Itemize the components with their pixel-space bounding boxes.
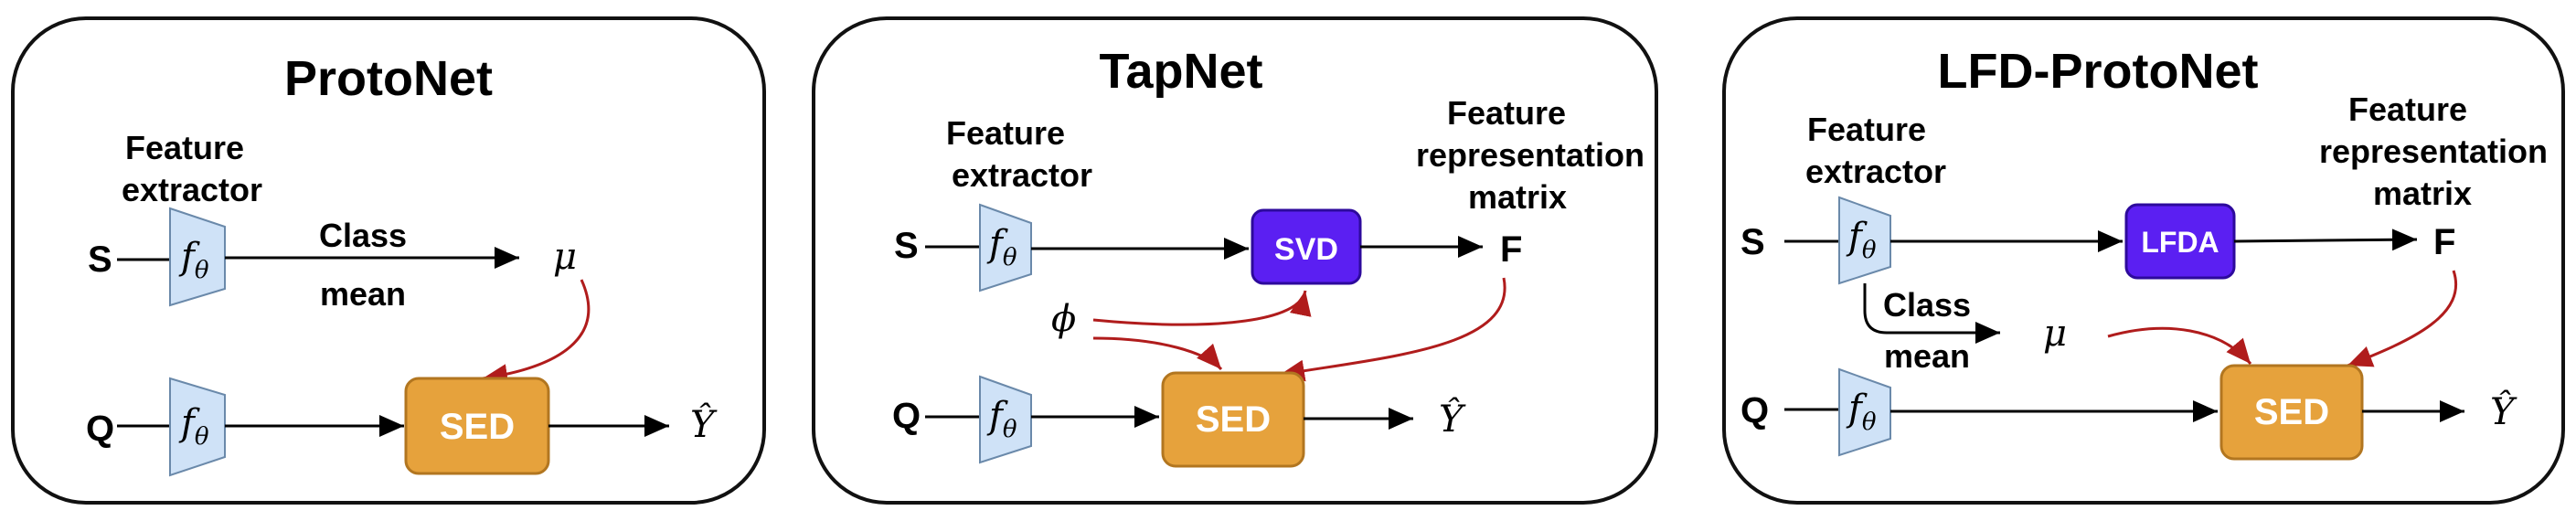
tapnet-f: F <box>1500 229 1522 270</box>
tapnet-frm-label-line2: representation <box>1416 136 1645 174</box>
lfd-feature-extractor-label-line1: Feature <box>1807 111 1926 148</box>
tapnet-frm-label-line3: matrix <box>1468 178 1567 216</box>
protonet-output: Ŷ <box>690 403 718 446</box>
lfd-f-to-sed-arrow <box>2347 270 2457 367</box>
lfd-lfda-label: LFDA <box>2141 226 2219 259</box>
lfd-mu-to-sed-arrow <box>2107 326 2252 365</box>
tapnet-phi: ϕ <box>1051 298 1076 340</box>
protonet-feature-extractor-label-line1: Feature <box>125 129 244 166</box>
tapnet-sed-label: SED <box>1196 399 1271 440</box>
protonet-support-extractor <box>169 207 226 307</box>
lfd-output: Ŷ <box>2490 390 2517 433</box>
tapnet-query-label: Q <box>892 396 921 436</box>
tapnet-phi-to-svd-arrow <box>1092 290 1312 326</box>
protonet-title: ProtoNet <box>284 51 493 106</box>
tapnet-panel: TapNet Feature extractor Feature represe… <box>812 16 1658 505</box>
tapnet-support-extractor <box>979 203 1032 292</box>
lfd-feature-extractor-label-line2: extractor <box>1805 153 1946 190</box>
protonet-mu-to-sed-arrow <box>482 279 591 386</box>
lfd-sed-label: SED <box>2254 392 2329 432</box>
tapnet-f-to-sed-arrow <box>1279 277 1506 382</box>
protonet-class-mean-label-line1: Class <box>319 217 407 254</box>
tapnet-feature-extractor-label-line2: extractor <box>952 156 1092 194</box>
protonet-query-label: Q <box>86 409 114 449</box>
lfd-frm-label-line3: matrix <box>2373 175 2472 212</box>
lfd-class-mean-label-line2: mean <box>1884 337 1970 375</box>
protonet-feature-extractor-label-line2: extractor <box>122 171 262 208</box>
tapnet-output: Ŷ <box>1439 398 1466 441</box>
lfd-query-label: Q <box>1740 390 1769 431</box>
lfd-support-extractor <box>1838 196 1891 285</box>
lfd-support-label: S <box>1740 222 1765 262</box>
lfd-f: F <box>2433 222 2455 262</box>
tapnet-phi-to-sed-arrow <box>1092 336 1223 371</box>
lfd-frm-label-line1: Feature <box>2348 90 2467 128</box>
tapnet-feature-extractor-label-line1: Feature <box>946 114 1065 152</box>
protonet-class-mean-label-line2: mean <box>320 275 406 313</box>
lfd-query-extractor <box>1838 367 1891 457</box>
protonet-query-extractor-label: fθ <box>178 402 209 451</box>
protonet-support-label: S <box>88 239 112 280</box>
lfd-class-mean-arrow <box>1863 283 2000 344</box>
tapnet-query-extractor <box>979 375 1032 464</box>
tapnet-svd-label: SVD <box>1274 232 1338 267</box>
protonet-panel-border <box>11 16 766 505</box>
tapnet-support-label: S <box>894 226 919 266</box>
tapnet-panel-border <box>812 16 1658 505</box>
lfd-lfda-to-f-arrow <box>2233 229 2418 251</box>
protonet-query-extractor <box>169 377 226 477</box>
lfd-class-mean-label-line1: Class <box>1883 286 1971 324</box>
lfd-mu: μ <box>2043 313 2067 355</box>
tapnet-frm-label-line1: Feature <box>1447 94 1566 132</box>
protonet-sed-label: SED <box>440 407 515 447</box>
lfd-protonet-title: LFD-ProtoNet <box>1938 44 2259 99</box>
tapnet-title: TapNet <box>1099 44 1262 99</box>
protonet-mu: μ <box>553 236 577 278</box>
protonet-panel: ProtoNet Feature extractor S fθ Class me… <box>11 16 766 505</box>
lfd-frm-label-line2: representation <box>2319 133 2548 170</box>
lfd-protonet-panel: LFD-ProtoNet Feature extractor Feature r… <box>1722 16 2565 505</box>
